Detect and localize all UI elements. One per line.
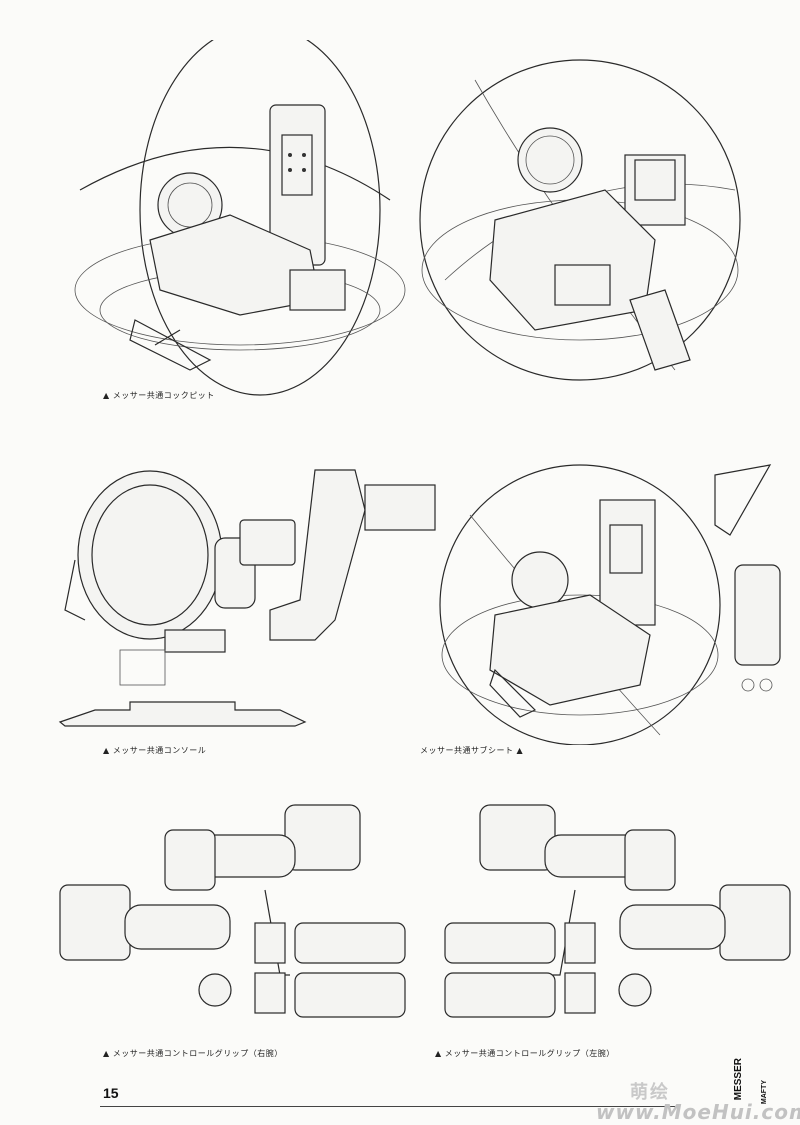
watermark-url: www.MoeHui.com [596, 1100, 800, 1124]
left-grip-illustration [425, 795, 795, 1040]
messer-side-label: MESSER [733, 1058, 744, 1101]
subseat-caption: メッサー共通サブシート ▲ [420, 746, 524, 755]
cockpit-illustration [60, 40, 410, 400]
subseat-illustration [430, 455, 790, 745]
watermark-site-name: 萌绘 [630, 1082, 670, 1103]
cockpit-caption: ▲ メッサー共通コックピット [103, 391, 215, 400]
left-grip-caption: ▲ メッサー共通コントロールグリップ（左腕） [435, 1049, 615, 1058]
footer-rule [100, 1106, 680, 1107]
page-number: 15 [103, 1085, 119, 1101]
cockpit-sphere-illustration [415, 40, 750, 390]
console-illustration [55, 460, 440, 735]
console-caption: ▲ メッサー共通コンソール [103, 746, 207, 755]
right-grip-caption: ▲ メッサー共通コントロールグリップ（右腕） [103, 1049, 283, 1058]
right-grip-illustration [55, 795, 425, 1040]
